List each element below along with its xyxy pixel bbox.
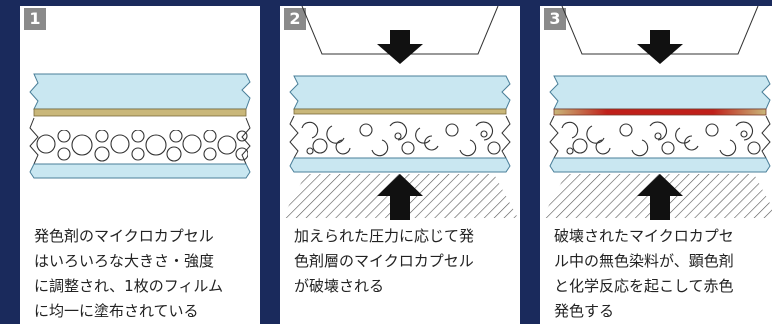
film-cross-section-colored	[542, 6, 772, 220]
down-pressure-arrow	[377, 30, 423, 64]
capsule-layer	[34, 130, 248, 166]
film-cross-section-pressed	[282, 6, 518, 220]
red-color-layer	[553, 108, 767, 116]
step-number-badge: 3	[544, 8, 566, 30]
step-panel-1: 1 発色剤のマイクロカプセル	[20, 6, 260, 324]
capsule-layer-broken	[561, 121, 761, 157]
down-pressure-arrow	[637, 30, 683, 64]
top-film	[549, 75, 771, 110]
capsule-layer-broken	[301, 121, 501, 157]
bottom-film	[289, 157, 511, 173]
step-caption: 破壊されたマイクロカプセ ル中の無色染料が、顕色剤 と化学反応を起こして赤色 発…	[554, 227, 734, 320]
top-film	[289, 75, 511, 110]
bottom-film	[29, 163, 251, 179]
step-number-badge: 1	[24, 8, 46, 30]
film-cross-section-initial	[29, 73, 251, 179]
step-panel-2: 2	[280, 6, 520, 324]
step-panel-3: 3	[540, 6, 772, 324]
step-number-badge: 2	[284, 8, 306, 30]
up-pressure-arrow	[637, 174, 683, 220]
developer-layer	[293, 108, 507, 115]
bottom-film	[549, 157, 771, 173]
step-caption: 発色剤のマイクロカプセル はいろいろな大きさ・強度 に調整され、1枚のフィルム …	[34, 227, 224, 320]
up-pressure-arrow	[377, 174, 423, 220]
top-film	[29, 73, 251, 110]
developer-layer	[33, 108, 247, 117]
step-caption: 加えられた圧力に応じて発 色剤層のマイクロカプセル が破壊される	[294, 227, 475, 295]
